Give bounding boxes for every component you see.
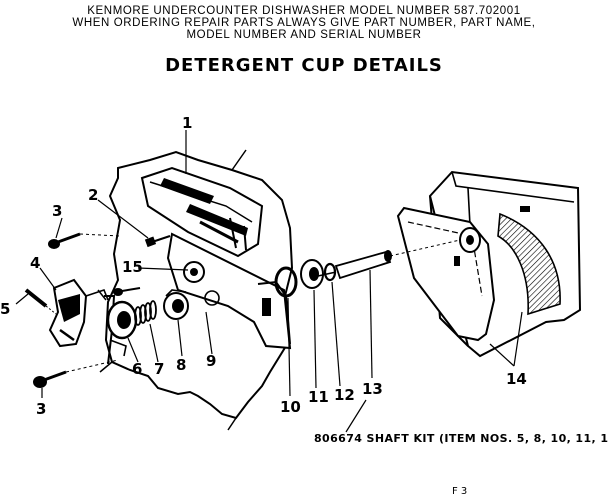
callout-13: 13 <box>362 380 383 398</box>
page-title: DETERGENT CUP DETAILS <box>165 55 443 76</box>
mounting-plate <box>166 232 292 350</box>
callout-9: 9 <box>206 352 216 370</box>
detergent-cup-housing <box>140 166 264 258</box>
callout-4: 4 <box>30 254 40 272</box>
screw-part-3-upper <box>48 232 121 249</box>
callout-8: 8 <box>176 356 186 374</box>
callout-10: 10 <box>280 398 301 416</box>
screw-part-2 <box>144 235 171 248</box>
callout-11: 11 <box>308 388 329 406</box>
callout-6: 6 <box>132 360 142 378</box>
leader-lines <box>15 130 523 433</box>
door-panel-edge <box>97 149 247 431</box>
callout-3-upper: 3 <box>52 202 62 220</box>
header-line-1: KENMORE UNDERCOUNTER DISHWASHER MODEL NU… <box>87 5 521 17</box>
door-panel-outline <box>104 150 294 420</box>
callout-1: 1 <box>182 114 192 132</box>
latch-lever <box>48 278 109 348</box>
shaft-collar <box>300 259 324 289</box>
detergent-cup-cover <box>389 170 582 358</box>
o-ring <box>274 266 298 298</box>
callout-2: 2 <box>88 186 98 204</box>
callout-7: 7 <box>154 360 164 378</box>
shaft <box>317 250 392 280</box>
pin-part-5 <box>24 288 57 315</box>
header-line-3: MODEL NUMBER AND SERIAL NUMBER <box>186 29 422 41</box>
callout-3-lower: 3 <box>36 400 46 418</box>
callout-15: 15 <box>122 258 143 276</box>
spring-bracket <box>104 295 138 365</box>
page-label: F 3 <box>452 486 467 497</box>
callout-5: 5 <box>0 300 10 318</box>
bushing <box>163 289 189 320</box>
shaft-kit-note: 806674 SHAFT KIT (ITEM NOS. 5, 8, 10, 11… <box>314 432 608 445</box>
callout-12: 12 <box>334 386 355 404</box>
screw-part-3-lower <box>33 359 119 388</box>
screw-small-upper <box>113 287 141 296</box>
coil-spring <box>134 300 157 326</box>
callout-14: 14 <box>506 370 527 388</box>
header-line-2: WHEN ORDERING REPAIR PARTS ALWAYS GIVE P… <box>72 17 536 29</box>
